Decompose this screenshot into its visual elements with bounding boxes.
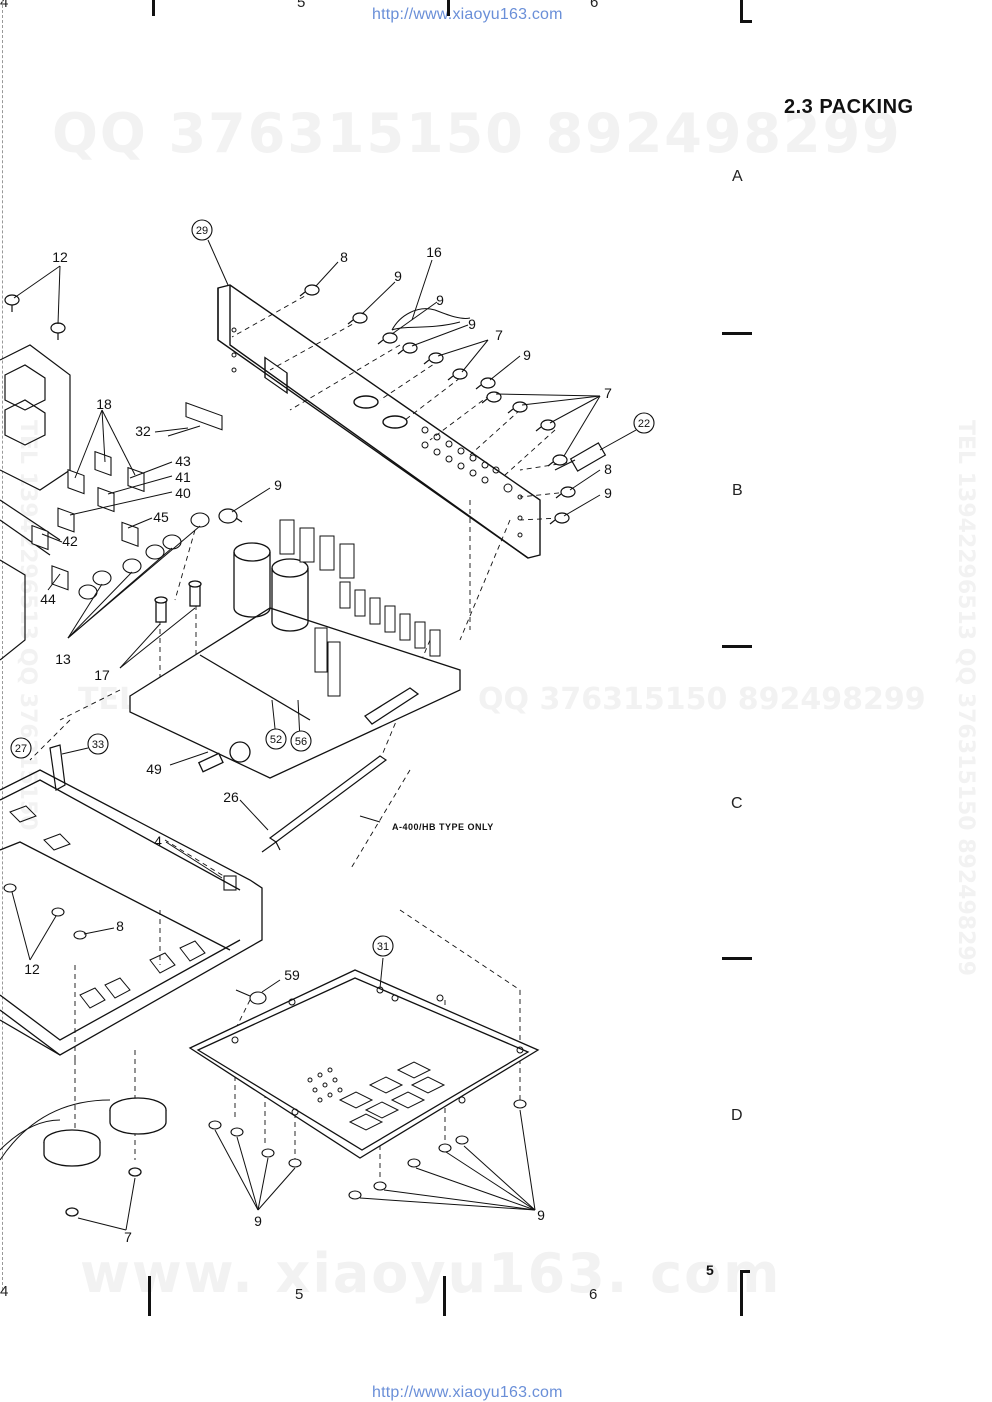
- footer-tick-left: [148, 1276, 151, 1316]
- callout-44: 44: [40, 591, 56, 607]
- callout-31: 31: [377, 941, 389, 953]
- callout-16: 16: [426, 244, 442, 260]
- callout-45: 45: [153, 509, 169, 525]
- callout-18: 18: [96, 396, 112, 412]
- section-title: 2.3 PACKING: [784, 96, 914, 118]
- callout-52: 52: [270, 734, 282, 746]
- header-tick-left: [152, 0, 155, 16]
- zone-label-c: C: [731, 795, 743, 812]
- callout-9: 9: [468, 316, 476, 332]
- callout-9: 9: [523, 347, 531, 363]
- header-col-mid: 5: [297, 0, 306, 11]
- zone-label-d: D: [731, 1107, 743, 1124]
- footer-tick-mid: [443, 1276, 446, 1316]
- callout-49: 49: [146, 761, 162, 777]
- callout-59: 59: [284, 967, 300, 983]
- callout-42: 42: [62, 533, 78, 549]
- zone-label-b: B: [732, 482, 743, 499]
- zone-label-a: A: [732, 168, 743, 185]
- page-number: 5: [706, 1262, 714, 1278]
- watermark-qq: QQ 376315150 892498299: [478, 682, 926, 717]
- callout-27: 27: [15, 743, 27, 755]
- callout-8: 8: [116, 918, 124, 934]
- header-corner-mark-h: [740, 20, 752, 23]
- footer-col-right: 6: [589, 1286, 598, 1303]
- header-col-left: 4: [0, 0, 9, 11]
- watermark-bottom: www. xiaoyu163. com: [80, 1242, 782, 1305]
- callout-9: 9: [394, 268, 402, 284]
- zone-divider-cd: [722, 957, 752, 960]
- callout-9: 9: [254, 1213, 262, 1229]
- footer-url[interactable]: http://www.xiaoyu163.com: [372, 1384, 563, 1401]
- callout-29: 29: [196, 225, 208, 237]
- note-type-only: A-400/HB TYPE ONLY: [392, 822, 494, 832]
- footer-col-mid: 5: [295, 1286, 304, 1303]
- callout-7: 7: [495, 327, 503, 343]
- rear-panel: [217, 284, 541, 559]
- callout-13: 13: [55, 651, 71, 667]
- callout-9: 9: [604, 485, 612, 501]
- callout-41: 41: [175, 469, 191, 485]
- footer-corner-mark-v: [740, 1270, 743, 1316]
- callout-12: 12: [24, 961, 40, 977]
- header-corner-mark-v: [740, 0, 743, 22]
- callout-26: 26: [223, 789, 239, 805]
- callout-56: 56: [295, 736, 307, 748]
- callout-22: 22: [638, 418, 650, 430]
- callout-9: 9: [274, 477, 282, 493]
- callout-17: 17: [94, 667, 110, 683]
- callout-7: 7: [124, 1229, 132, 1245]
- header-url[interactable]: http://www.xiaoyu163.com: [372, 6, 563, 23]
- header-tick-mid: [447, 0, 450, 16]
- callout-43: 43: [175, 453, 191, 469]
- callout-33: 33: [92, 739, 104, 751]
- callout-40: 40: [175, 485, 191, 501]
- left-margin-edge: [2, 0, 3, 1290]
- header-col-right: 6: [590, 0, 599, 11]
- callout-4: 4: [154, 833, 162, 849]
- callout-7: 7: [604, 385, 612, 401]
- callout-9: 9: [537, 1207, 545, 1223]
- callout-8: 8: [340, 249, 348, 265]
- watermark-top: QQ 376315150 892498299: [52, 102, 902, 165]
- zone-divider-ab: [722, 332, 752, 335]
- zone-divider-bc: [722, 645, 752, 648]
- callout-12: 12: [52, 249, 68, 265]
- callout-32: 32: [135, 423, 151, 439]
- footer-col-left: 4: [0, 1283, 9, 1300]
- callout-9: 9: [436, 292, 444, 308]
- callout-8: 8: [604, 461, 612, 477]
- footer-corner-mark-h: [740, 1270, 750, 1273]
